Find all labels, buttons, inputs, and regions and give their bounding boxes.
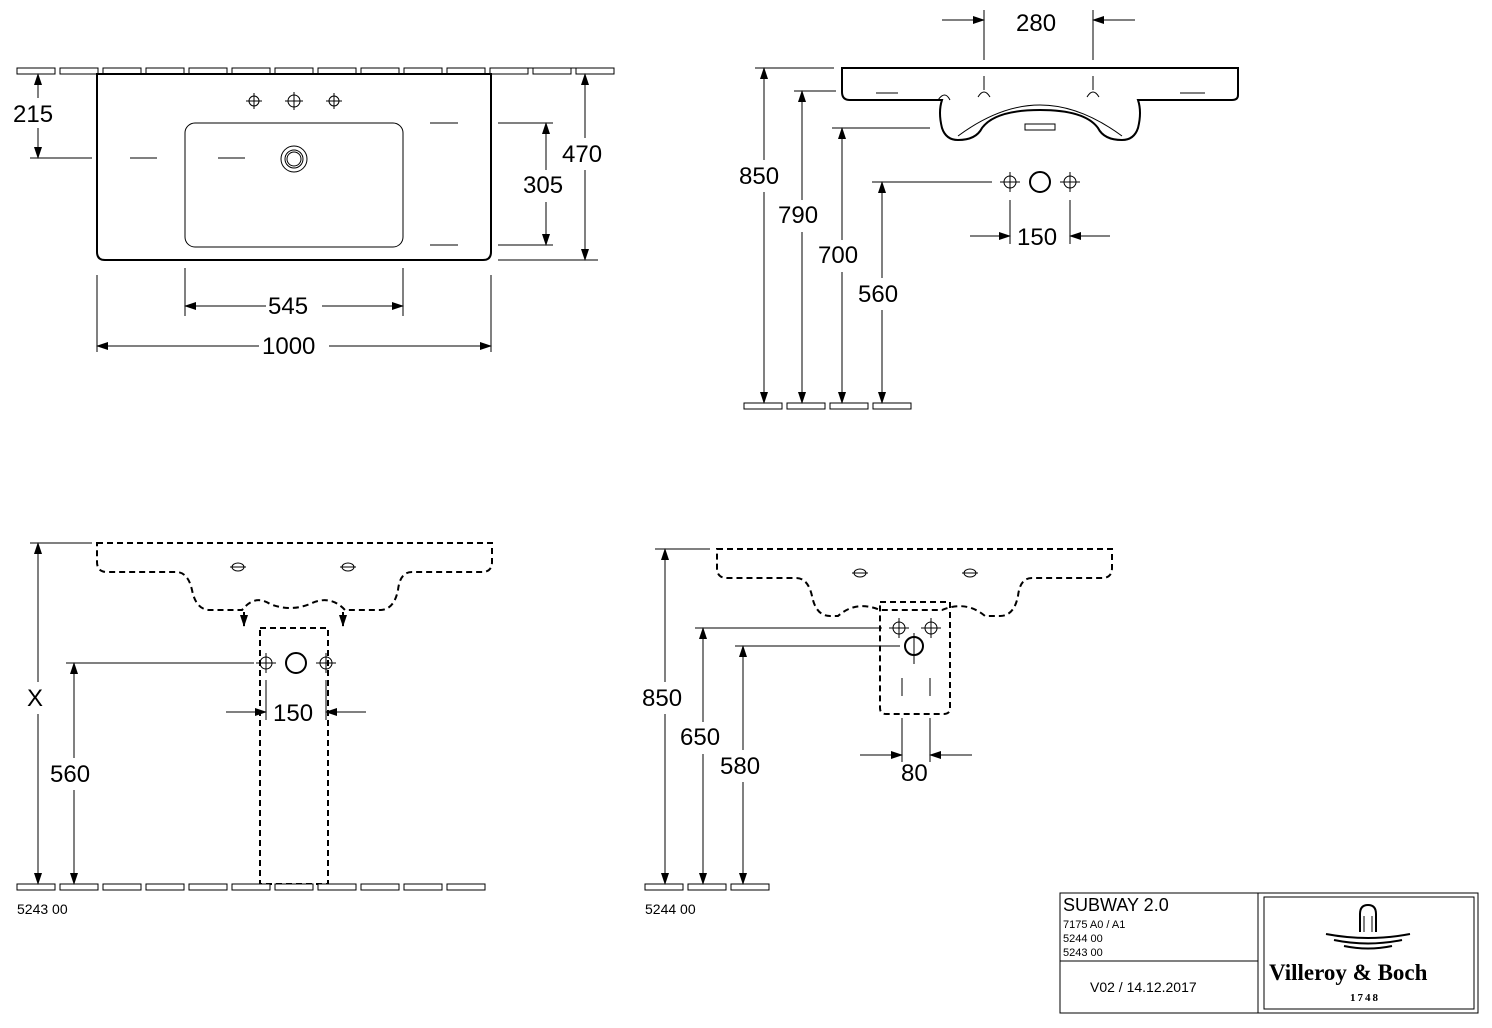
tap-hole-icon	[340, 562, 356, 572]
brand-year: 1748	[1350, 992, 1380, 1004]
drain-connection-icon	[285, 652, 307, 674]
basin-dashed-outline	[96, 542, 493, 611]
product-code: 5243 00	[1063, 947, 1103, 959]
brand-name: Villeroy & Boch	[1269, 960, 1428, 985]
front-view-pedestal: X 560 150 5243 00	[16, 542, 493, 917]
dim-560-label: 560	[50, 761, 90, 788]
water-connection-icon	[316, 653, 336, 673]
drain-connection-icon	[904, 633, 924, 664]
product-code: 7175 A0 / A1	[1063, 919, 1125, 931]
dim-470-label: 470	[562, 141, 602, 168]
dim-80-label: 80	[901, 760, 928, 787]
water-connection-icon	[889, 618, 909, 638]
water-connection-icon	[1000, 172, 1020, 192]
dim-850-label: 850	[642, 685, 682, 712]
floor-tiles	[644, 883, 770, 891]
floor-tiles	[16, 883, 486, 891]
dim-150-label: 150	[1017, 224, 1057, 251]
product-name: SUBWAY 2.0	[1063, 895, 1169, 915]
tap-hole-icon	[962, 568, 978, 578]
drain-icon	[280, 145, 308, 173]
drain-connection-icon	[1029, 171, 1051, 193]
dim-150-label: 150	[273, 700, 313, 727]
dim-650-label: 650	[680, 724, 720, 751]
dim-545-label: 545	[268, 293, 308, 320]
water-connection-icon	[256, 653, 276, 673]
basin-outline	[96, 73, 492, 261]
basin-dashed-outline	[716, 548, 1113, 617]
pedestal-dashed-outline	[259, 627, 329, 885]
bowl-outline	[184, 122, 404, 248]
article-code: 5243 00	[17, 901, 68, 917]
dim-x-label: X	[27, 685, 43, 712]
basin-profile	[841, 67, 1239, 142]
dim-850-label: 850	[739, 163, 779, 190]
dim-280-label: 280	[1016, 10, 1056, 37]
title-block: SUBWAY 2.0 7175 A0 / A1 5244 00 5243 00 …	[1059, 892, 1479, 1014]
tap-hole-icon	[246, 93, 262, 109]
tap-hole-icon	[977, 76, 991, 98]
front-view-half-pedestal: 850 650 580 80 5244 00	[640, 548, 1113, 917]
dim-700-label: 700	[818, 242, 858, 269]
dim-1000-label: 1000	[262, 333, 315, 360]
siphon-cover-dashed-outline	[879, 601, 951, 715]
villeroy-boch-logo-icon	[1325, 903, 1411, 950]
floor-tiles	[743, 402, 912, 410]
top-view: 215 470 305 545 1000	[10, 67, 615, 362]
dim-305-label: 305	[523, 172, 563, 199]
dim-560-label: 560	[858, 281, 898, 308]
water-connection-icon	[921, 618, 941, 638]
version-date: V02 / 14.12.2017	[1090, 979, 1197, 995]
tap-hole-icon	[285, 92, 303, 110]
dim-215-label: 215	[13, 101, 53, 128]
side-view: 280 850 790 700 560	[737, 10, 1239, 410]
product-code: 5244 00	[1063, 933, 1103, 945]
article-code: 5244 00	[645, 901, 696, 917]
dim-580-label: 580	[720, 753, 760, 780]
tap-hole-icon	[230, 562, 246, 572]
water-connection-icon	[1060, 172, 1080, 192]
tap-hole-icon	[326, 93, 342, 109]
tap-hole-icon	[1086, 76, 1100, 98]
dim-790-label: 790	[778, 202, 818, 229]
tap-hole-icon	[852, 568, 868, 578]
